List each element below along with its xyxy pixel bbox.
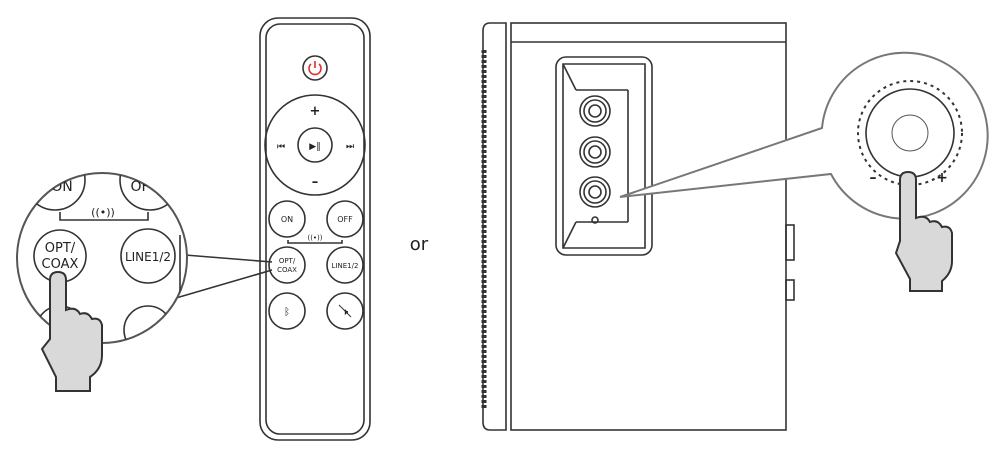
play-pause-icon: ▶‖	[309, 142, 320, 152]
zoom-wireless-icon: ((•))	[91, 206, 115, 219]
wireless-icon: ((•))	[307, 234, 322, 242]
volume-up-label: +	[310, 104, 321, 119]
power-button[interactable]	[302, 55, 328, 81]
zoom-coax-label: COAX	[42, 257, 79, 272]
line-label: LINE1/2	[332, 262, 359, 270]
mute-button[interactable]: 🕨	[326, 292, 364, 330]
bluetooth-icon: ᛒ	[284, 307, 290, 318]
zoom-opt-label: OPT/	[45, 241, 76, 256]
bluetooth-button[interactable]: ᛒ	[268, 292, 306, 330]
speaker-side	[481, 22, 795, 431]
volume-down-label: –	[312, 175, 319, 190]
remote-control: + – ⏮ ⏭ ▶‖ ON OFF ((•)) OPT/ COAX LINE1/…	[259, 17, 371, 441]
pointing-finger-icon	[40, 270, 103, 392]
next-icon: ⏭	[346, 142, 354, 152]
dpad[interactable]: + – ⏮ ⏭ ▶‖	[264, 94, 366, 196]
remote-zoom-callout: ON OF ((•)) OPT/ COAX LINE1/2	[16, 172, 273, 392]
coax-label: COAX	[277, 266, 297, 274]
line-button[interactable]: LINE1/2	[326, 246, 364, 284]
mute-icon: 🕨	[342, 307, 349, 318]
knob-zoom-callout: – +	[619, 51, 989, 292]
off-label: OFF	[337, 215, 353, 224]
on-label: ON	[281, 215, 293, 224]
zoom-line-label: LINE1/2	[125, 250, 171, 264]
off-button[interactable]: OFF	[326, 200, 364, 238]
on-button[interactable]: ON	[268, 200, 306, 238]
input-jacks[interactable]	[579, 95, 611, 208]
knob-minus-label: –	[870, 170, 877, 186]
input-panel	[555, 56, 653, 256]
opt-label: OPT/	[279, 257, 296, 265]
or-separator: or	[410, 234, 429, 255]
previous-icon: ⏮	[277, 142, 285, 152]
knob-plus-label: +	[936, 170, 948, 186]
power-icon	[308, 63, 322, 76]
opt-coax-button[interactable]: OPT/ COAX	[268, 246, 306, 284]
indicator-led	[591, 216, 599, 224]
pointing-finger-icon	[894, 170, 953, 292]
